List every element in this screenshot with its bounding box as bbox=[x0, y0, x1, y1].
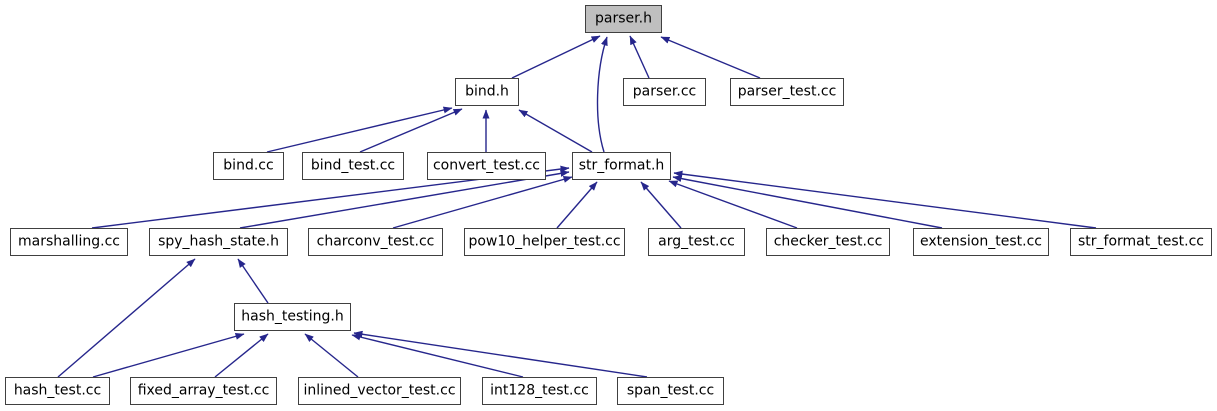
graph-edge bbox=[511, 35, 601, 79]
graph-node-parser-h[interactable]: parser.h bbox=[585, 5, 662, 33]
graph-edge bbox=[668, 180, 798, 229]
graph-node-inlined-vector-test-cc[interactable]: inlined_vector_test.cc bbox=[298, 377, 461, 405]
graph-node-label: spy_hash_state.h bbox=[158, 233, 279, 250]
graph-node-str-format-test-cc[interactable]: str_format_test.cc bbox=[1070, 228, 1212, 256]
graph-node-hash-test-cc[interactable]: hash_test.cc bbox=[5, 377, 110, 405]
graph-edge bbox=[214, 333, 269, 378]
graph-node-marshalling-cc[interactable]: marshalling.cc bbox=[10, 228, 128, 256]
graph-node-label: bind.h bbox=[465, 83, 509, 100]
graph-node-bind-test-cc[interactable]: bind_test.cc bbox=[302, 152, 404, 180]
graph-node-convert-test-cc[interactable]: convert_test.cc bbox=[427, 152, 546, 180]
graph-edge bbox=[640, 181, 682, 229]
graph-node-label: parser.h bbox=[595, 10, 652, 27]
graph-node-hash-testing-h[interactable]: hash_testing.h bbox=[234, 303, 351, 331]
graph-edge bbox=[266, 106, 453, 153]
graph-node-extension-test-cc[interactable]: extension_test.cc bbox=[913, 228, 1049, 256]
graph-node-label: extension_test.cc bbox=[920, 233, 1042, 250]
graph-edge bbox=[237, 258, 269, 304]
graph-edge bbox=[92, 332, 245, 378]
graph-node-pow10-helper-test-cc[interactable]: pow10_helper_test.cc bbox=[464, 228, 625, 256]
graph-node-str-format-h[interactable]: str_format.h bbox=[572, 152, 671, 180]
graph-node-label: bind.cc bbox=[223, 157, 274, 174]
graph-edge bbox=[629, 35, 650, 79]
graph-node-arg-test-cc[interactable]: arg_test.cc bbox=[648, 228, 745, 256]
graph-edge bbox=[673, 170, 1097, 229]
graph-node-parser-test-cc[interactable]: parser_test.cc bbox=[730, 78, 844, 106]
graph-node-label: str_format_test.cc bbox=[1078, 233, 1204, 250]
graph-node-label: pow10_helper_test.cc bbox=[468, 233, 621, 250]
graph-node-checker-test-cc[interactable]: checker_test.cc bbox=[766, 228, 890, 256]
graph-edge bbox=[57, 258, 196, 378]
graph-node-charconv-test-cc[interactable]: charconv_test.cc bbox=[308, 228, 443, 256]
graph-node-label: parser.cc bbox=[632, 83, 697, 100]
graph-node-label: parser_test.cc bbox=[737, 83, 837, 100]
graph-node-spy-hash-state-h[interactable]: spy_hash_state.h bbox=[149, 228, 288, 256]
graph-edge bbox=[392, 175, 573, 229]
graph-edge bbox=[556, 181, 598, 229]
graph-node-label: inlined_vector_test.cc bbox=[303, 382, 456, 399]
graph-node-label: bind_test.cc bbox=[310, 157, 396, 174]
graph-node-label: span_test.cc bbox=[626, 382, 715, 399]
graph-node-label: checker_test.cc bbox=[773, 233, 883, 250]
graph-node-label: convert_test.cc bbox=[432, 157, 540, 174]
graph-edge bbox=[359, 108, 463, 153]
graph-node-span-test-cc[interactable]: span_test.cc bbox=[617, 377, 724, 405]
graph-edge bbox=[660, 36, 761, 79]
graph-node-label: hash_test.cc bbox=[13, 382, 102, 399]
graph-node-label: hash_testing.h bbox=[241, 308, 344, 325]
graph-node-int128-test-cc[interactable]: int128_test.cc bbox=[482, 377, 597, 405]
graph-edge bbox=[518, 109, 593, 153]
graph-node-label: arg_test.cc bbox=[658, 233, 735, 250]
graph-edge bbox=[239, 169, 570, 229]
edges-group bbox=[57, 35, 1097, 378]
graph-node-label: marshalling.cc bbox=[18, 233, 120, 250]
graph-edge bbox=[304, 333, 359, 378]
graph-edge bbox=[672, 175, 943, 229]
graph-node-label: fixed_array_test.cc bbox=[137, 382, 270, 399]
graph-edge bbox=[596, 36, 608, 153]
graph-edge bbox=[353, 330, 648, 378]
graph-node-fixed-array-test-cc[interactable]: fixed_array_test.cc bbox=[130, 377, 277, 405]
graph-node-label: charconv_test.cc bbox=[316, 233, 435, 250]
graph-node-bind-h[interactable]: bind.h bbox=[455, 78, 519, 106]
graph-node-label: int128_test.cc bbox=[490, 382, 589, 399]
graph-node-label: str_format.h bbox=[578, 157, 665, 174]
graph-node-parser-cc[interactable]: parser.cc bbox=[623, 78, 706, 106]
graph-edge bbox=[351, 333, 524, 378]
graph-node-bind-cc[interactable]: bind.cc bbox=[213, 152, 284, 180]
